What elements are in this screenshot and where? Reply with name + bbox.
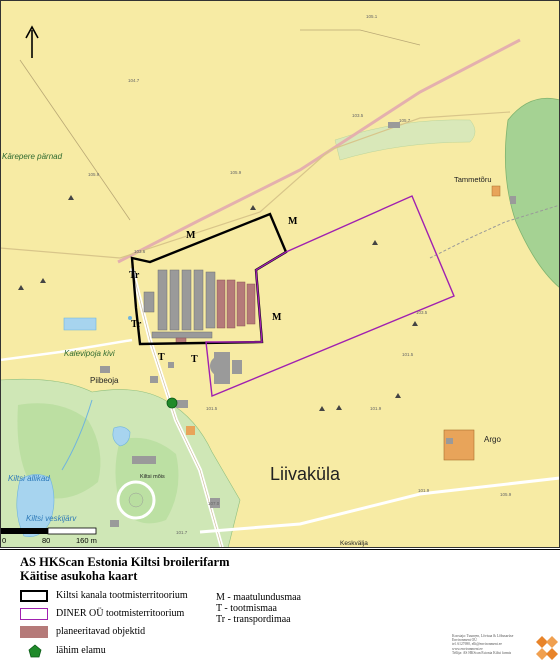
diner-storage-round xyxy=(210,356,230,376)
zone-label-tr-upper: Tr xyxy=(129,270,140,281)
zone-label-t-left: T xyxy=(158,352,165,363)
forest-area-east xyxy=(504,97,560,289)
elevation-label: 101.7 xyxy=(176,530,188,535)
legend-swatch-kanala xyxy=(20,590,48,602)
legend-swatch-planned xyxy=(20,626,48,638)
legend-panel: AS HKScan Estonia Kiltsi broilerifarm Kä… xyxy=(0,549,560,665)
credit-line: Tellija: AS HKScan Estonia Kiltsi farmis xyxy=(452,650,512,655)
diner-boundary xyxy=(205,195,455,398)
elevation-labels: 104.7 103.5 105.7 105.9 105.9 103.6 103.… xyxy=(88,14,512,535)
road-dirt xyxy=(0,111,511,259)
legend-swatch-diner xyxy=(20,608,48,620)
track-northeast xyxy=(429,204,560,259)
legend-abbr-t: T - tootmismaa xyxy=(216,603,277,614)
zone-label-tr-lower: Tr xyxy=(131,319,142,330)
farm-existing-buildings xyxy=(143,269,216,339)
manor-roundabout-inner xyxy=(128,492,144,508)
legend-item-planned: planeeritavad objektid xyxy=(56,626,146,637)
elevation-label: 101.5 xyxy=(402,352,414,357)
building-argo-2 xyxy=(446,438,453,444)
building-village-1 xyxy=(176,400,188,408)
elevation-label: 103.6 xyxy=(134,249,146,254)
legend-item-kanala: Kiltsi kanala tootmisterritoorium xyxy=(56,590,188,601)
track-north-2 xyxy=(300,29,421,46)
credit-line: Environment OÜ xyxy=(452,638,477,643)
forest-patch-2 xyxy=(115,437,179,524)
legend-abbr-m: M - maatulundusmaa xyxy=(216,592,301,603)
pond xyxy=(112,426,131,447)
building-tammetoru xyxy=(491,185,501,197)
zone-label-t-right: T xyxy=(191,354,198,365)
place-label-kiltsi-mois: Kiltsi mõis xyxy=(140,474,165,480)
credit-block: Koostaja: Tuuneen, Lõvisaa & Lõbusarüse … xyxy=(452,634,532,655)
elevation-label: 101.5 xyxy=(206,406,218,411)
track-north xyxy=(19,59,131,221)
place-label-karepere-parnad: Kärepere pärnad xyxy=(2,152,63,161)
place-label-argo: Argo xyxy=(484,435,501,444)
place-label-tammetoru: Tammetõru xyxy=(454,175,492,184)
building-south-1 xyxy=(210,498,220,508)
nearest-dwelling-marker xyxy=(166,397,178,409)
house-icon xyxy=(28,644,42,658)
elevation-label: 105.9 xyxy=(88,172,100,177)
zone-label-m-northeast: M xyxy=(288,216,298,227)
road-west xyxy=(0,338,133,362)
scale-label-0: 0 xyxy=(2,536,6,545)
building-diner-2 xyxy=(232,360,242,374)
scale-bar: 0 80 160 m xyxy=(0,527,97,545)
terrain-markers xyxy=(18,195,418,411)
building-manor xyxy=(132,456,156,464)
stream xyxy=(61,399,93,471)
company-logo-icon xyxy=(536,636,558,660)
elevation-label: 104.7 xyxy=(128,78,140,83)
place-label-piibeoja: Piibeoja xyxy=(90,376,119,385)
place-label-kiltsi-allikad: Kiltsi allikad xyxy=(8,474,50,483)
legend-item-dwelling: lähim elamu xyxy=(56,645,106,656)
credit-line: Koostaja: Tuuneen, Lõvisaa & Lõbusarüse xyxy=(452,634,514,638)
building-tammetoru-2 xyxy=(510,196,516,204)
elevation-label: 105.9 xyxy=(500,492,512,497)
legend-title: AS HKScan Estonia Kiltsi broilerifarm xyxy=(20,555,230,569)
building-village-4 xyxy=(168,362,174,368)
elevation-label: 101.9 xyxy=(370,406,382,411)
place-label-liivakula: Liivaküla xyxy=(270,464,341,484)
legend-abbr-tr: Tr - transpordimaa xyxy=(216,614,291,625)
planned-objects xyxy=(175,279,256,345)
scale-label-160: 160 m xyxy=(76,536,97,545)
lake xyxy=(16,474,55,537)
elevation-label: 105.1 xyxy=(366,14,378,19)
building-piibeoja xyxy=(100,366,110,373)
road-main-edge xyxy=(131,267,223,548)
place-label-kalevipoja-kivi: Kalevipoja kivi xyxy=(64,349,115,358)
zone-label-m-north: M xyxy=(186,230,196,241)
zone-label-m-east: M xyxy=(272,312,282,323)
pool xyxy=(63,317,97,331)
building-argo xyxy=(443,429,475,461)
building-south-2 xyxy=(110,520,119,527)
location-map: Liivaküla Kärepere pärnad Tammetõru Kale… xyxy=(0,0,560,548)
credit-line: tel. 6127690, ellt@environment.ee xyxy=(452,642,502,647)
place-label-keskvalja: Keskvälja xyxy=(340,540,368,547)
place-label-kiltsi-veskijarv: Kiltsi veskijärv xyxy=(26,514,77,523)
legend-item-diner: DINER OÜ tootmisterritoorium xyxy=(56,608,185,619)
building-village-2 xyxy=(186,426,195,435)
elevation-label: 101.9 xyxy=(418,488,430,493)
scale-label-80: 80 xyxy=(42,536,50,545)
elevation-label: 107.0 xyxy=(208,501,220,506)
legend-subtitle: Käitise asukoha kaart xyxy=(20,569,138,583)
elevation-label: 105.9 xyxy=(230,170,242,175)
elevation-label: 103.5 xyxy=(416,310,428,315)
elevation-label: 105.7 xyxy=(399,118,411,123)
well-marker xyxy=(128,316,132,320)
manor-roundabout xyxy=(116,480,156,520)
elevation-label: 103.5 xyxy=(352,113,364,118)
north-arrow-icon xyxy=(25,25,39,58)
credit-line: www.environment.ee xyxy=(452,646,483,651)
road-pink xyxy=(117,38,521,264)
road-keskvalja xyxy=(199,476,560,534)
building-village-3 xyxy=(150,376,158,383)
building-north xyxy=(388,122,400,128)
